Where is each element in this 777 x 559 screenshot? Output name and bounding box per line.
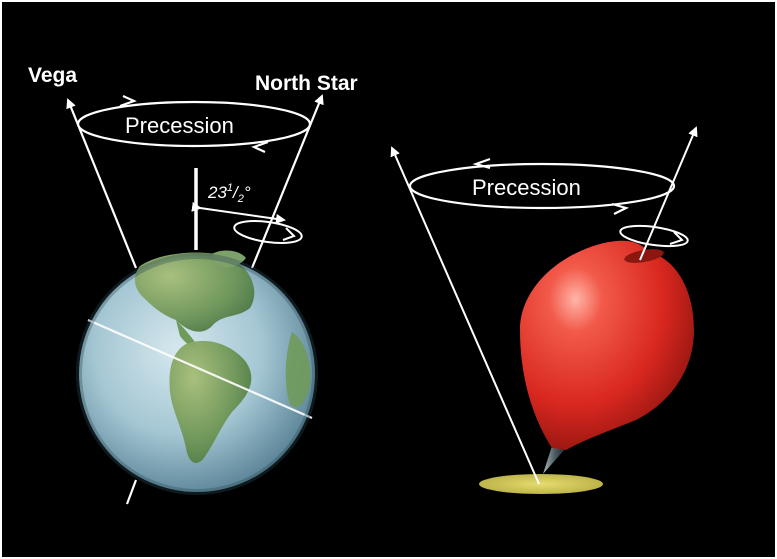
top-body — [520, 240, 694, 450]
vega-label: Vega — [28, 64, 77, 87]
top-shadow — [479, 474, 603, 494]
top-precession-group: Precession — [390, 126, 698, 494]
north-america-landmass — [134, 252, 255, 332]
top-precession-arrow-back — [472, 157, 491, 170]
greenland-landmass — [212, 250, 246, 268]
spinning-top — [520, 240, 694, 474]
equator-line — [87, 318, 313, 420]
earth-precession-arrow-front — [251, 140, 269, 154]
top-handle — [624, 249, 664, 263]
earth-spin-arrow — [282, 227, 296, 241]
top-spin-ellipse — [619, 224, 689, 248]
south-america-landmass — [169, 340, 252, 463]
tilt-angle-arrow — [191, 201, 286, 224]
earth-precession-label: Precession — [125, 113, 234, 138]
top-tip — [543, 446, 566, 474]
earth-globe — [76, 250, 318, 495]
africa-landmass — [285, 332, 311, 408]
top-precession-ellipse — [408, 162, 676, 210]
top-precession-arrow-front — [611, 202, 630, 215]
north-star-label: North Star — [255, 72, 358, 95]
earth-axis-bottom — [125, 479, 138, 505]
central-america-landmass — [176, 320, 198, 348]
top-spin-arrow — [669, 231, 684, 245]
top-precession-label: Precession — [472, 175, 581, 200]
tilt-angle-label: 231/2° — [207, 182, 251, 205]
earth-spin-ellipse — [233, 220, 303, 244]
earth-precession-group: Vega North Star Precession 231/2° — [28, 64, 358, 505]
earth-precession-ellipse — [76, 100, 312, 148]
earth-precession-arrow-back — [119, 94, 137, 108]
vertical-axis-line — [390, 146, 540, 485]
globe-edge-shade — [76, 253, 318, 495]
top-spin-axis — [639, 126, 698, 261]
